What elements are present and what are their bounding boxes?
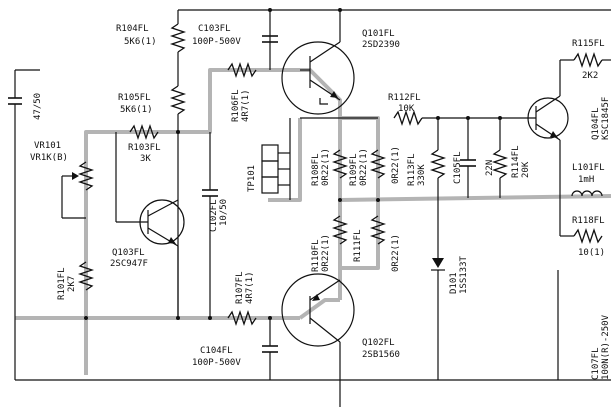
potentiometer-vr101	[61, 161, 95, 219]
label-c105: C105FL	[453, 151, 463, 184]
label-tp101: TP101	[247, 165, 257, 192]
capacitor-c105	[460, 118, 476, 198]
label-r104-value: 5K6(1)	[124, 37, 157, 47]
resistor-r103	[115, 123, 180, 223]
label-r111: R111FL	[353, 229, 363, 262]
label-r105-name: R105FL	[118, 93, 151, 103]
label-r105-value: 5K6(1)	[120, 105, 153, 115]
resistor-r114	[491, 118, 509, 198]
label-c104-name: C104FL	[200, 346, 233, 356]
label-d101: D1011SS133T	[449, 255, 469, 294]
test-point-tp101	[261, 118, 291, 200]
transistor-q103	[139, 199, 185, 318]
label-vr101-name: VR101	[34, 141, 61, 151]
label-r112-name: R112FL	[388, 93, 421, 103]
label-q101-value: 2SD2390	[362, 40, 400, 50]
label-c104-value: 100P-500V	[192, 358, 241, 368]
label-c47: 47/50	[33, 93, 43, 120]
resistor-r115	[573, 51, 611, 69]
resistor-r118	[559, 196, 603, 245]
label-c102: C102FL10/50	[209, 199, 229, 232]
inductor-l101	[571, 190, 603, 197]
capacitor-c103	[262, 35, 278, 43]
diode-d101	[431, 258, 445, 380]
label-r110: R110FL0R22(1)	[311, 234, 331, 272]
resistor-r106	[227, 61, 257, 79]
label-l101-name: L101FL	[572, 163, 605, 173]
resistor-r107	[227, 309, 257, 327]
label-l101-value: 1mH	[578, 175, 594, 185]
transistor-q102	[281, 273, 355, 407]
resistor-r101	[77, 261, 95, 291]
label-c103-name: C103FL	[198, 24, 231, 34]
label-r103-name: R103FL	[128, 143, 161, 153]
bottom-rail	[15, 316, 611, 381]
label-q103-name: Q103FL	[112, 248, 145, 258]
label-r101: R101FL2K7	[57, 267, 77, 300]
resistor-r104	[169, 23, 187, 86]
label-r0-lower: 0R22(1)	[391, 234, 401, 272]
label-r115-name: R115FL	[572, 39, 605, 49]
capacitor-c47	[8, 69, 40, 380]
label-r118-name: R118FL	[572, 216, 605, 226]
resistor-r112	[393, 109, 536, 127]
label-q101-name: Q101FL	[362, 29, 395, 39]
label-r115-value: 2K2	[582, 71, 598, 81]
label-r112-value: 10K	[398, 104, 415, 114]
label-q104: Q104FLKSC1845F	[591, 97, 611, 140]
label-r108: R108FL0R22(1)	[311, 148, 331, 186]
label-c107: C107FL100N(R)-250V	[591, 314, 611, 380]
highlighted-paths	[15, 68, 611, 375]
capacitor-c102	[202, 132, 218, 318]
resistor-r113	[429, 118, 447, 262]
label-q102-value: 2SB1560	[362, 350, 400, 360]
transistor-q101	[281, 41, 355, 115]
label-q102-name: Q102FL	[362, 338, 395, 348]
label-r106: R106FL4R7(1)	[231, 89, 251, 122]
label-r107: R107FL4R7(1)	[235, 271, 255, 304]
label-r113: R113FL330K	[407, 153, 427, 186]
emitter-network	[300, 117, 387, 245]
transistor-q104	[527, 59, 574, 196]
label-q103-value: 2SC947F	[110, 259, 148, 269]
label-r103-value: 3K	[140, 154, 151, 164]
label-r118-value: 10(1)	[578, 248, 605, 258]
top-rail	[177, 8, 611, 70]
label-vr101-value: VR1K(B)	[30, 153, 68, 163]
label-c22n: 22N	[485, 160, 495, 176]
label-r114: R114FL20K	[511, 145, 531, 178]
label-c103-value: 100P-500V	[192, 37, 241, 47]
label-r109: R109FL0R22(1)	[349, 148, 369, 186]
label-r0-upper: 0R22(1)	[391, 146, 401, 184]
label-r104-name: R104FL	[116, 24, 149, 34]
